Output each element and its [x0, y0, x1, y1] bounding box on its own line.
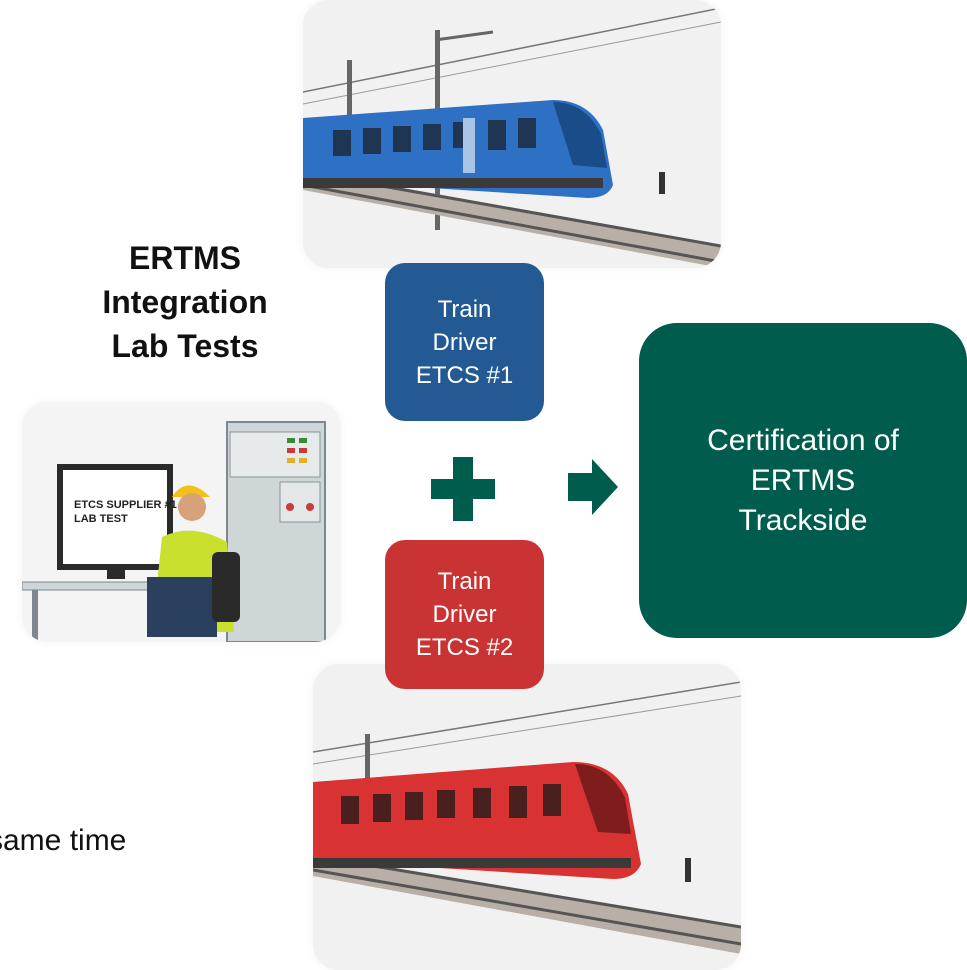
- driver-2-line-2: Driver: [432, 601, 497, 628]
- plus-icon: [431, 457, 495, 521]
- lab-test-illustration: ETCS SUPPLIER #1 LAB TEST: [22, 402, 341, 642]
- lab-screen-line-1: ETCS SUPPLIER #1: [74, 499, 177, 511]
- certification-box: Certification of ERTMS Trackside: [639, 323, 967, 638]
- driver-1-line-2: Driver: [432, 328, 497, 356]
- driver-1-line-3: ETCS #1: [415, 361, 514, 389]
- lab-screen-line-2: LAB TEST: [74, 513, 128, 525]
- driver-2-line-3: ETCS #2: [415, 634, 514, 661]
- driver-2-line-1: Train: [437, 568, 492, 595]
- red-train-illustration: [313, 664, 741, 970]
- driver-1-line-1: Train: [437, 295, 492, 323]
- blue-train-illustration: [303, 0, 721, 268]
- title-line-2: Integration: [102, 284, 268, 320]
- blue-train-image: [303, 0, 721, 268]
- red-train-image: [313, 664, 741, 970]
- driver-etcs-1-box: Train Driver ETCS #1: [385, 263, 544, 421]
- certification-line-2: ERTMS: [750, 463, 856, 497]
- arrow-right-icon: [568, 459, 618, 515]
- same-time-text: same time: [0, 824, 127, 857]
- certification-line-3: Trackside: [738, 503, 868, 537]
- certification-line-1: Certification of: [707, 423, 899, 457]
- title-line-1: ERTMS: [129, 240, 241, 276]
- page-title: ERTMS Integration Lab Tests: [40, 236, 330, 368]
- title-line-3: Lab Tests: [111, 328, 259, 364]
- lab-test-image: ETCS SUPPLIER #1 LAB TEST: [22, 402, 341, 642]
- driver-etcs-2-box: Train Driver ETCS #2: [385, 540, 544, 689]
